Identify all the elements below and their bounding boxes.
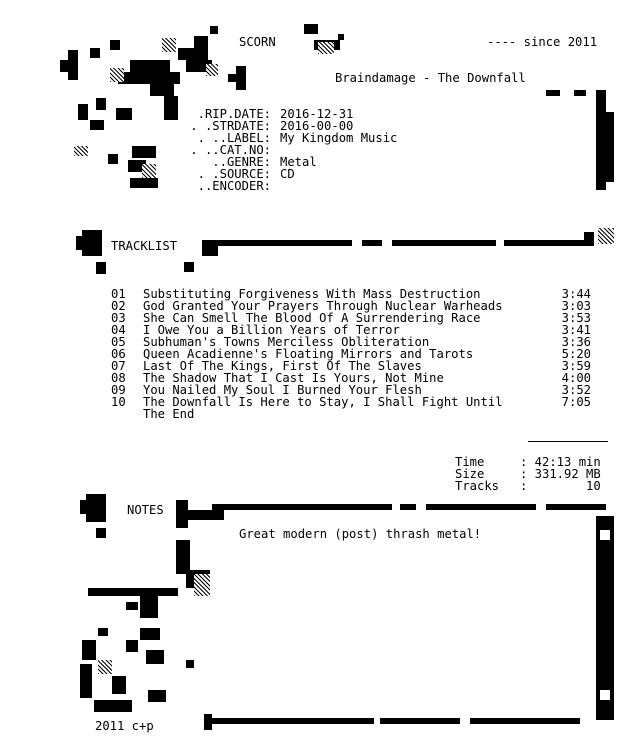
track-list: 01 Substituting Forgiveness With Mass Des… (0, 288, 624, 428)
track-number: 10 (111, 395, 126, 409)
track-duration: 3:52 (561, 383, 591, 397)
since-label: ---- since 2011 (487, 35, 598, 49)
info-label: . .STRDATE: (190, 119, 271, 133)
info-label: ..GENRE: (212, 155, 271, 169)
track-title: God Granted Your Prayers Through Nuclear… (143, 299, 503, 313)
tracks-label: Tracks (455, 479, 500, 493)
track-title-continued: The End (143, 407, 195, 421)
group-name: SCORN (239, 35, 276, 49)
track-title: I Owe You a Billion Years of Terror (143, 323, 400, 337)
tracks-value: : 10 (520, 479, 601, 493)
info-label: ..ENCODER: (197, 179, 271, 193)
track-title: Subhuman's Towns Merciless Obliteration (143, 335, 430, 349)
track-title: She Can Smell The Blood Of A Surrenderin… (143, 311, 481, 325)
track-duration: 3:59 (561, 359, 591, 373)
track-title: You Nailed My Soul I Burned Your Flesh (143, 383, 422, 397)
track-title: The Shadow That I Cast Is Yours, Not Min… (143, 371, 444, 385)
track-title: Last Of The Kings, First Of The Slaves (143, 359, 422, 373)
track-number: 07 (111, 359, 126, 373)
info-value: 2016-12-31 (280, 107, 354, 121)
track-number: 04 (111, 323, 126, 337)
track-title: Substituting Forgiveness With Mass Destr… (143, 287, 481, 301)
track-duration: 3:41 (561, 323, 591, 337)
track-number: 06 (111, 347, 126, 361)
info-value: CD (280, 167, 295, 181)
track-number: 02 (111, 299, 126, 313)
track-title: Queen Acadienne's Floating Mirrors and T… (143, 347, 474, 361)
info-value: My Kingdom Music (280, 131, 398, 145)
footer-copyright: 2011 c+p (95, 719, 154, 733)
track-number: 09 (111, 383, 126, 397)
track-duration: 4:00 (561, 371, 591, 385)
track-duration: 3:36 (561, 335, 591, 349)
info-label: . ..LABEL: (197, 131, 271, 145)
size-value: : 331.92 MB (520, 467, 601, 481)
track-number: 08 (111, 371, 126, 385)
size-label: Size (455, 467, 485, 481)
notes-text: Great modern (post) thrash metal! (239, 527, 482, 541)
time-label: Time (455, 455, 485, 469)
track-duration: 3:53 (561, 311, 591, 325)
track-number: 01 (111, 287, 126, 301)
info-label: . ..CAT.NO: (190, 143, 271, 157)
track-number: 05 (111, 335, 126, 349)
info-label: .RIP.DATE: (197, 107, 271, 121)
track-title: The Downfall Is Here to Stay, I Shall Fi… (143, 395, 503, 409)
tracklist-heading: TRACKLIST (111, 239, 178, 253)
notes-heading: NOTES (127, 503, 164, 517)
track-duration: 3:44 (561, 287, 591, 301)
info-label: . .SOURCE: (197, 167, 271, 181)
track-number: 03 (111, 311, 126, 325)
release-title: Braindamage - The Downfall (335, 71, 526, 85)
time-value: : 42:13 min (520, 455, 601, 469)
info-value: Metal (280, 155, 317, 169)
release-info: .RIP.DATE: 2016-12-31 . .STRDATE: 2016-00-0… (0, 108, 624, 198)
track-duration: 5:20 (561, 347, 591, 361)
info-value: 2016-00-00 (280, 119, 354, 133)
track-duration: 3:03 (561, 299, 591, 313)
track-duration: 7:05 (561, 395, 591, 409)
